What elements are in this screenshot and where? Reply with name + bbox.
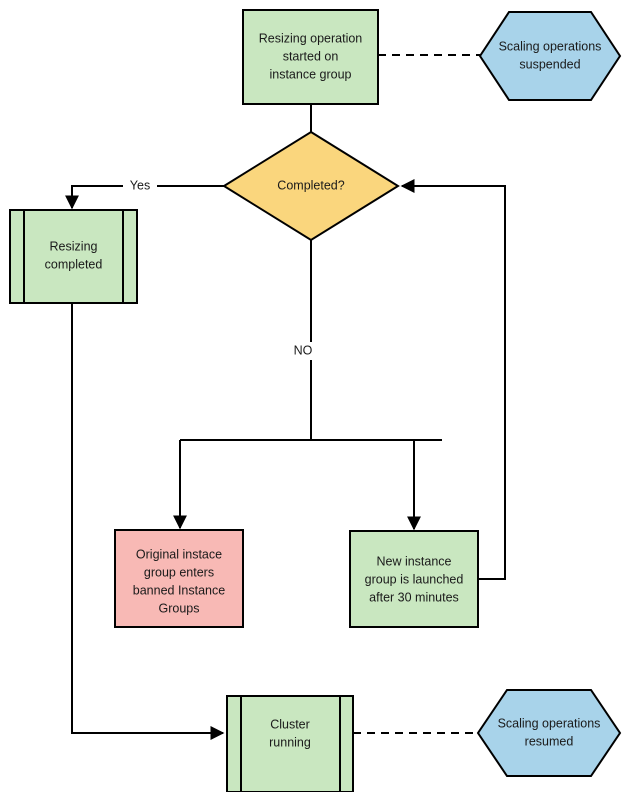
scaling-suspended-label-line-2: suspended <box>519 57 580 71</box>
new-instance-group-label-line-2: group is launched <box>365 572 464 586</box>
resizing-completed-label-line-1: Resizing <box>50 239 98 253</box>
node-new-instance-group[interactable]: New instance group is launched after 30 … <box>349 530 479 628</box>
resizing-started-label-line-2: started on <box>283 49 339 63</box>
edge-new-group-retry <box>400 179 506 580</box>
scaling-resumed-label-line-1: Scaling operations <box>498 716 601 730</box>
cluster-running-box <box>226 695 354 792</box>
resizing-completed-label-line-2: completed <box>45 257 103 271</box>
scaling-resumed-hexagon <box>476 689 622 777</box>
node-completed-decision[interactable]: Completed? <box>222 130 400 242</box>
node-original-banned[interactable]: Original instace group enters banned Ins… <box>114 529 244 628</box>
node-resizing-started[interactable]: Resizing operation started on instance g… <box>242 9 379 105</box>
resizing-started-box <box>242 9 379 105</box>
cluster-running-label-line-2: running <box>269 735 311 749</box>
edge-label-yes-text: Yes <box>130 178 150 192</box>
original-banned-box <box>114 529 244 628</box>
new-instance-group-label-line-1: New instance <box>376 554 451 568</box>
edge-label-no-text: NO <box>294 343 313 357</box>
resizing-started-label-line-3: instance group <box>269 67 351 81</box>
edge-label-yes: Yes <box>123 177 157 195</box>
completed-decision-label: Completed? <box>277 178 344 192</box>
original-banned-label-line-4: Groups <box>159 601 200 615</box>
scaling-suspended-hexagon <box>478 11 622 101</box>
edge-completed-to-cluster <box>71 303 225 740</box>
scaling-resumed-label-line-2: resumed <box>525 734 574 748</box>
completed-decision-diamond <box>222 130 400 242</box>
node-resizing-completed[interactable]: Resizing completed <box>9 209 138 304</box>
edge-label-no: NO <box>288 342 316 360</box>
original-banned-label-line-2: group enters <box>144 565 214 579</box>
edge-decision-yes <box>65 185 224 210</box>
resizing-started-label-line-1: Resizing operation <box>259 31 363 45</box>
original-banned-label-line-1: Original instace <box>136 547 222 561</box>
new-instance-group-label-line-3: after 30 minutes <box>369 590 459 604</box>
node-cluster-running[interactable]: Cluster running <box>226 695 354 792</box>
node-scaling-resumed[interactable]: Scaling operations resumed <box>476 689 622 777</box>
original-banned-label-line-3: banned Instance <box>133 583 225 597</box>
scaling-suspended-label-line-1: Scaling operations <box>499 39 602 53</box>
cluster-running-label-line-1: Cluster <box>270 717 310 731</box>
node-scaling-suspended[interactable]: Scaling operations suspended <box>478 11 622 101</box>
new-instance-group-box <box>349 530 479 628</box>
resizing-completed-box <box>9 209 138 304</box>
